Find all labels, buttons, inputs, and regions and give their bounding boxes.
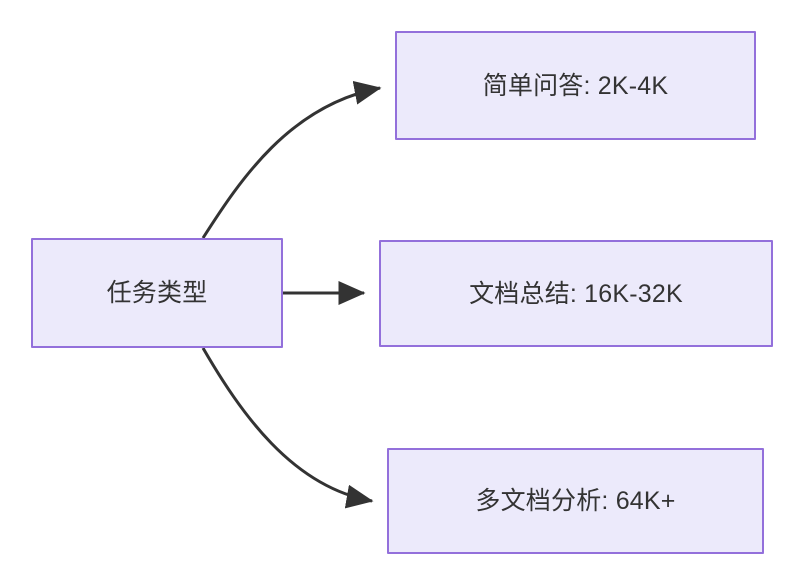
node-multi-doc[interactable]: 多文档分析: 64K+ xyxy=(387,448,764,554)
edge-root-to-multi-doc xyxy=(201,347,374,509)
node-simple-qa-label: 简单问答: 2K-4K xyxy=(482,71,669,100)
node-task-type[interactable]: 任务类型 xyxy=(31,238,283,348)
node-doc-summary-label: 文档总结: 16K-32K xyxy=(469,279,683,308)
node-simple-qa[interactable]: 简单问答: 2K-4K xyxy=(395,31,756,140)
node-multi-doc-label: 多文档分析: 64K+ xyxy=(475,487,676,515)
node-doc-summary[interactable]: 文档总结: 16K-32K xyxy=(379,240,773,347)
node-task-type-label: 任务类型 xyxy=(106,279,208,307)
edge-root-to-simple-qa xyxy=(201,80,382,239)
